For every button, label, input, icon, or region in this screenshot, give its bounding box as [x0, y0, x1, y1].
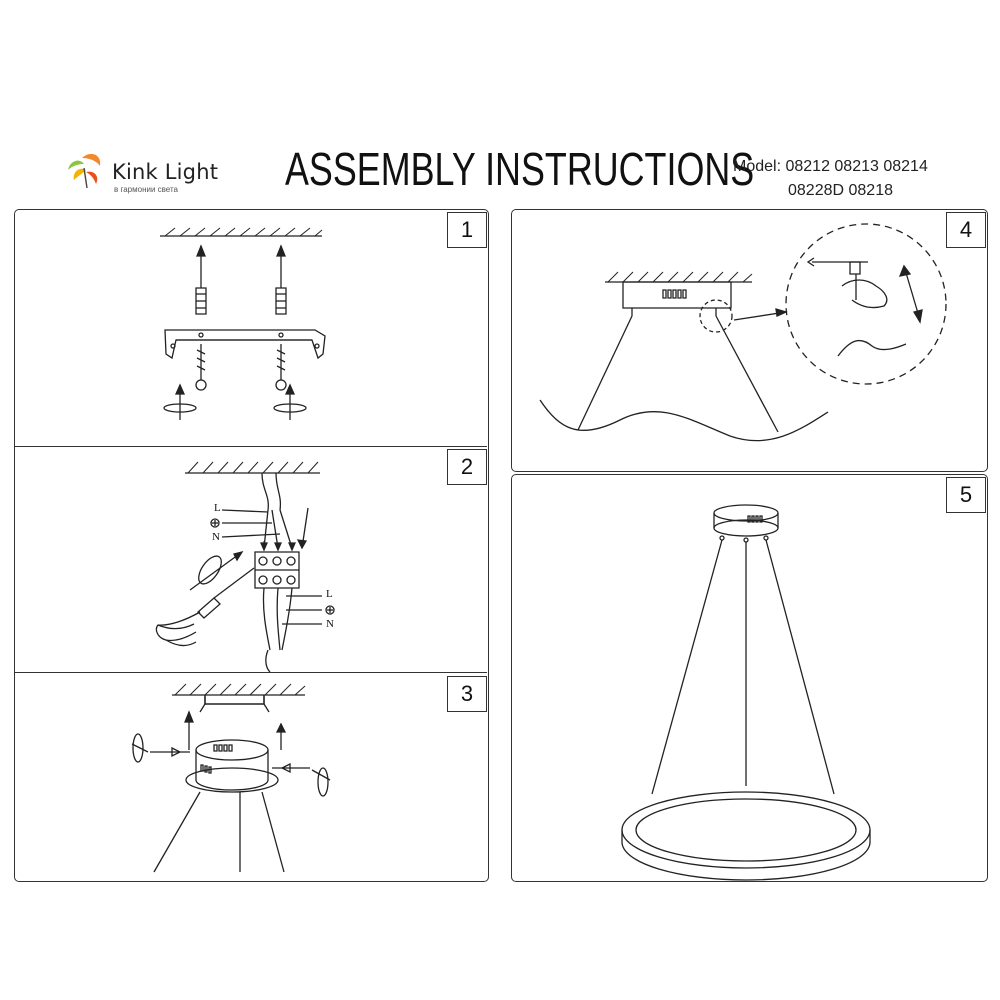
step-number-4: 4 — [946, 212, 986, 248]
wire-label-live-bottom: L — [326, 588, 333, 600]
step-divider-1-2 — [15, 446, 487, 447]
model-numbers-line-2: 08228D 08218 — [788, 182, 893, 199]
model-numbers-line-1: Model: 08212 08213 08214 — [733, 158, 928, 175]
step-number-2: 2 — [447, 449, 487, 485]
step-number-1: 1 — [447, 212, 487, 248]
brand-tagline: в гармонии света — [114, 185, 179, 194]
kink-light-logo — [68, 153, 101, 196]
right-top-instructions-panel — [511, 209, 988, 472]
right-bottom-instructions-panel — [511, 474, 988, 882]
step-number-5: 5 — [946, 477, 986, 513]
left-instructions-panel — [14, 209, 489, 882]
wire-label-neutral-bottom: N — [326, 618, 334, 630]
page-title: ASSEMBLY INSTRUCTIONS — [285, 143, 755, 195]
brand-name: Kink Light — [112, 160, 219, 184]
step-number-3: 3 — [447, 676, 487, 712]
step-divider-2-3 — [15, 672, 487, 673]
wire-label-live-top: L — [214, 502, 221, 514]
wire-label-neutral-top: N — [212, 531, 220, 543]
